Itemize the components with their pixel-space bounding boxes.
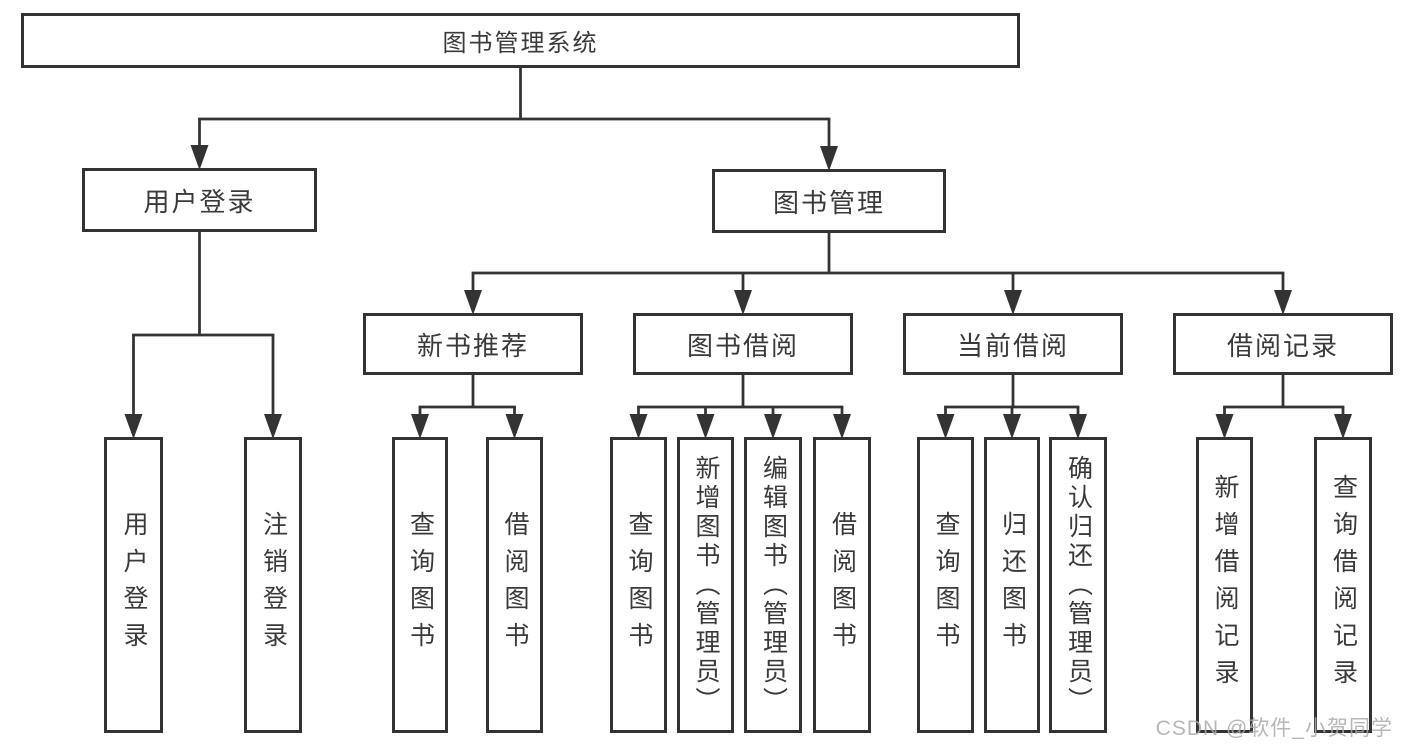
node-book-borrow: 图书借阅 — [633, 313, 853, 375]
node-label: 新增借阅记录 — [1211, 474, 1239, 696]
node-label: 图书管理 — [772, 187, 885, 218]
arrowhead — [629, 414, 648, 439]
node-label: 编辑图书（管理员） — [759, 454, 788, 716]
arrowhead — [505, 414, 524, 439]
node-label: 借阅图书 — [501, 511, 529, 659]
arrowhead — [264, 414, 282, 439]
arrowhead — [1069, 414, 1087, 439]
node-new-book-rec: 新书推荐 — [363, 313, 583, 375]
node-leaf-login: 用户登录 — [104, 437, 163, 733]
node-label: 当前借阅 — [956, 330, 1069, 361]
arrowhead — [936, 414, 955, 439]
node-root: 图书管理系统 — [21, 13, 1020, 68]
node-cur-confirm-return: 确认归还（管理员） — [1049, 437, 1107, 733]
arrowhead — [820, 146, 838, 171]
arrowhead — [1215, 414, 1234, 439]
node-cur-query-book: 查询图书 — [917, 437, 974, 733]
arrowhead — [1003, 414, 1021, 439]
node-bor-query-book: 查询图书 — [610, 437, 667, 733]
arrowhead — [764, 414, 782, 439]
node-label: 新增图书（管理员） — [692, 454, 720, 716]
node-label: 查询借阅记录 — [1329, 474, 1358, 696]
node-label: 新书推荐 — [416, 330, 529, 361]
node-label: 注销登录 — [259, 511, 288, 659]
arrowhead — [190, 145, 209, 170]
node-borrow-record: 借阅记录 — [1173, 313, 1393, 375]
node-rec-borrow-book: 借阅图书 — [486, 437, 543, 733]
arrowhead — [734, 290, 752, 315]
node-cur-return-book: 归还图书 — [984, 437, 1040, 733]
node-rd-query-record: 查询借阅记录 — [1314, 437, 1372, 733]
node-book-mgmt: 图书管理 — [712, 169, 946, 233]
node-leaf-logout: 注销登录 — [244, 437, 302, 733]
arrowhead — [696, 414, 715, 439]
node-label: 查询图书 — [932, 511, 960, 659]
arrowhead — [1334, 414, 1352, 439]
arrowhead — [124, 414, 143, 439]
node-current-borrow: 当前借阅 — [903, 313, 1123, 375]
node-bor-add-book: 新增图书（管理员） — [677, 437, 734, 733]
node-label: 查询图书 — [406, 511, 435, 659]
node-label: 确认归还（管理员） — [1064, 454, 1093, 716]
arrowhead — [1274, 290, 1292, 315]
node-label: 图书借阅 — [686, 330, 799, 361]
arrowhead — [464, 290, 482, 315]
node-bor-edit-book: 编辑图书（管理员） — [744, 437, 802, 733]
arrowhead — [411, 414, 429, 439]
node-label: 借阅图书 — [828, 511, 857, 659]
node-bor-borrow-book: 借阅图书 — [813, 437, 871, 733]
arrowhead — [1004, 290, 1022, 315]
node-label: 图书管理系统 — [442, 30, 599, 57]
node-user-login: 用户登录 — [82, 168, 317, 232]
node-label: 用户登录 — [143, 186, 256, 217]
node-rec-query-book: 查询图书 — [392, 437, 448, 733]
node-label: 用户登录 — [120, 511, 148, 659]
node-label: 归还图书 — [998, 511, 1027, 659]
node-label: 查询图书 — [625, 511, 653, 659]
node-rd-add-record: 新增借阅记录 — [1196, 437, 1253, 733]
node-label: 借阅记录 — [1226, 330, 1339, 361]
arrowhead — [833, 414, 851, 439]
